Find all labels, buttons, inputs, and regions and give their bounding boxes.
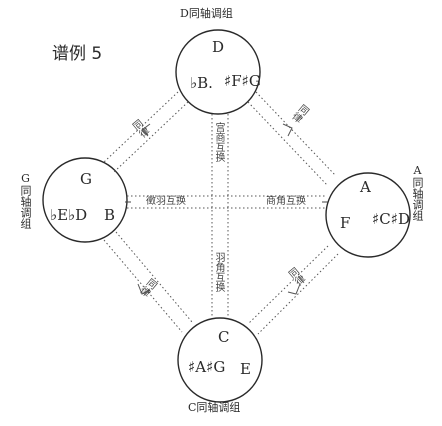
node-c-top-letter: C xyxy=(218,328,230,346)
node-circle-d xyxy=(175,29,261,115)
caption-a-group: A同轴调组 xyxy=(411,164,424,221)
edge-a-c-inner xyxy=(247,245,329,325)
edge-g-c-inner xyxy=(115,231,193,323)
node-circle-a xyxy=(325,172,411,258)
connector-lines xyxy=(103,91,339,335)
node-d-top-letter: D xyxy=(212,38,225,56)
edge-a-c-outer xyxy=(257,253,339,335)
caption-c-group: C同轴调组 xyxy=(188,401,241,414)
node-d-right-notes: ♯F♯G xyxy=(224,72,261,90)
edge-label-horizontal-left: 徵羽互换 xyxy=(146,196,186,207)
edge-label-vertical-upper: 宫商互换 xyxy=(213,122,224,162)
edge-d-g-outer xyxy=(103,91,179,163)
node-circle-g xyxy=(42,157,128,243)
arrow-gc xyxy=(137,283,151,295)
arrow-dg xyxy=(141,123,151,137)
caption-g-group: G同轴调组 xyxy=(19,172,32,229)
node-g-left-notes: ♭E♭D xyxy=(50,206,88,224)
node-a-top-letter: A xyxy=(360,178,371,196)
edge-label-horizontal-right: 商角互换 xyxy=(266,196,306,207)
node-a-right-notes: ♯C♯D xyxy=(372,210,411,228)
arrowheads xyxy=(137,123,301,295)
edge-label-vertical-lower: 羽角互换 xyxy=(213,252,224,292)
node-g-right-notes: B xyxy=(104,206,116,224)
arrow-da xyxy=(282,123,293,137)
edge-g-c-outer xyxy=(103,239,183,333)
edge-d-a-outer xyxy=(255,91,337,177)
caption-d-group: D同轴调组 xyxy=(180,7,233,20)
figure-title: 谱例 5 xyxy=(52,44,103,64)
edge-d-g-inner xyxy=(113,101,189,173)
node-circle-c xyxy=(177,317,263,403)
edge-d-a-inner xyxy=(247,101,329,187)
arrow-ac xyxy=(287,283,301,295)
node-g-top-letter: G xyxy=(80,170,92,188)
node-d-left-notes: ♭B. xyxy=(190,74,213,92)
node-a-left-notes: F xyxy=(340,214,351,232)
node-c-right-notes: E xyxy=(240,360,251,378)
node-c-left-notes: ♯A♯G xyxy=(188,358,226,376)
